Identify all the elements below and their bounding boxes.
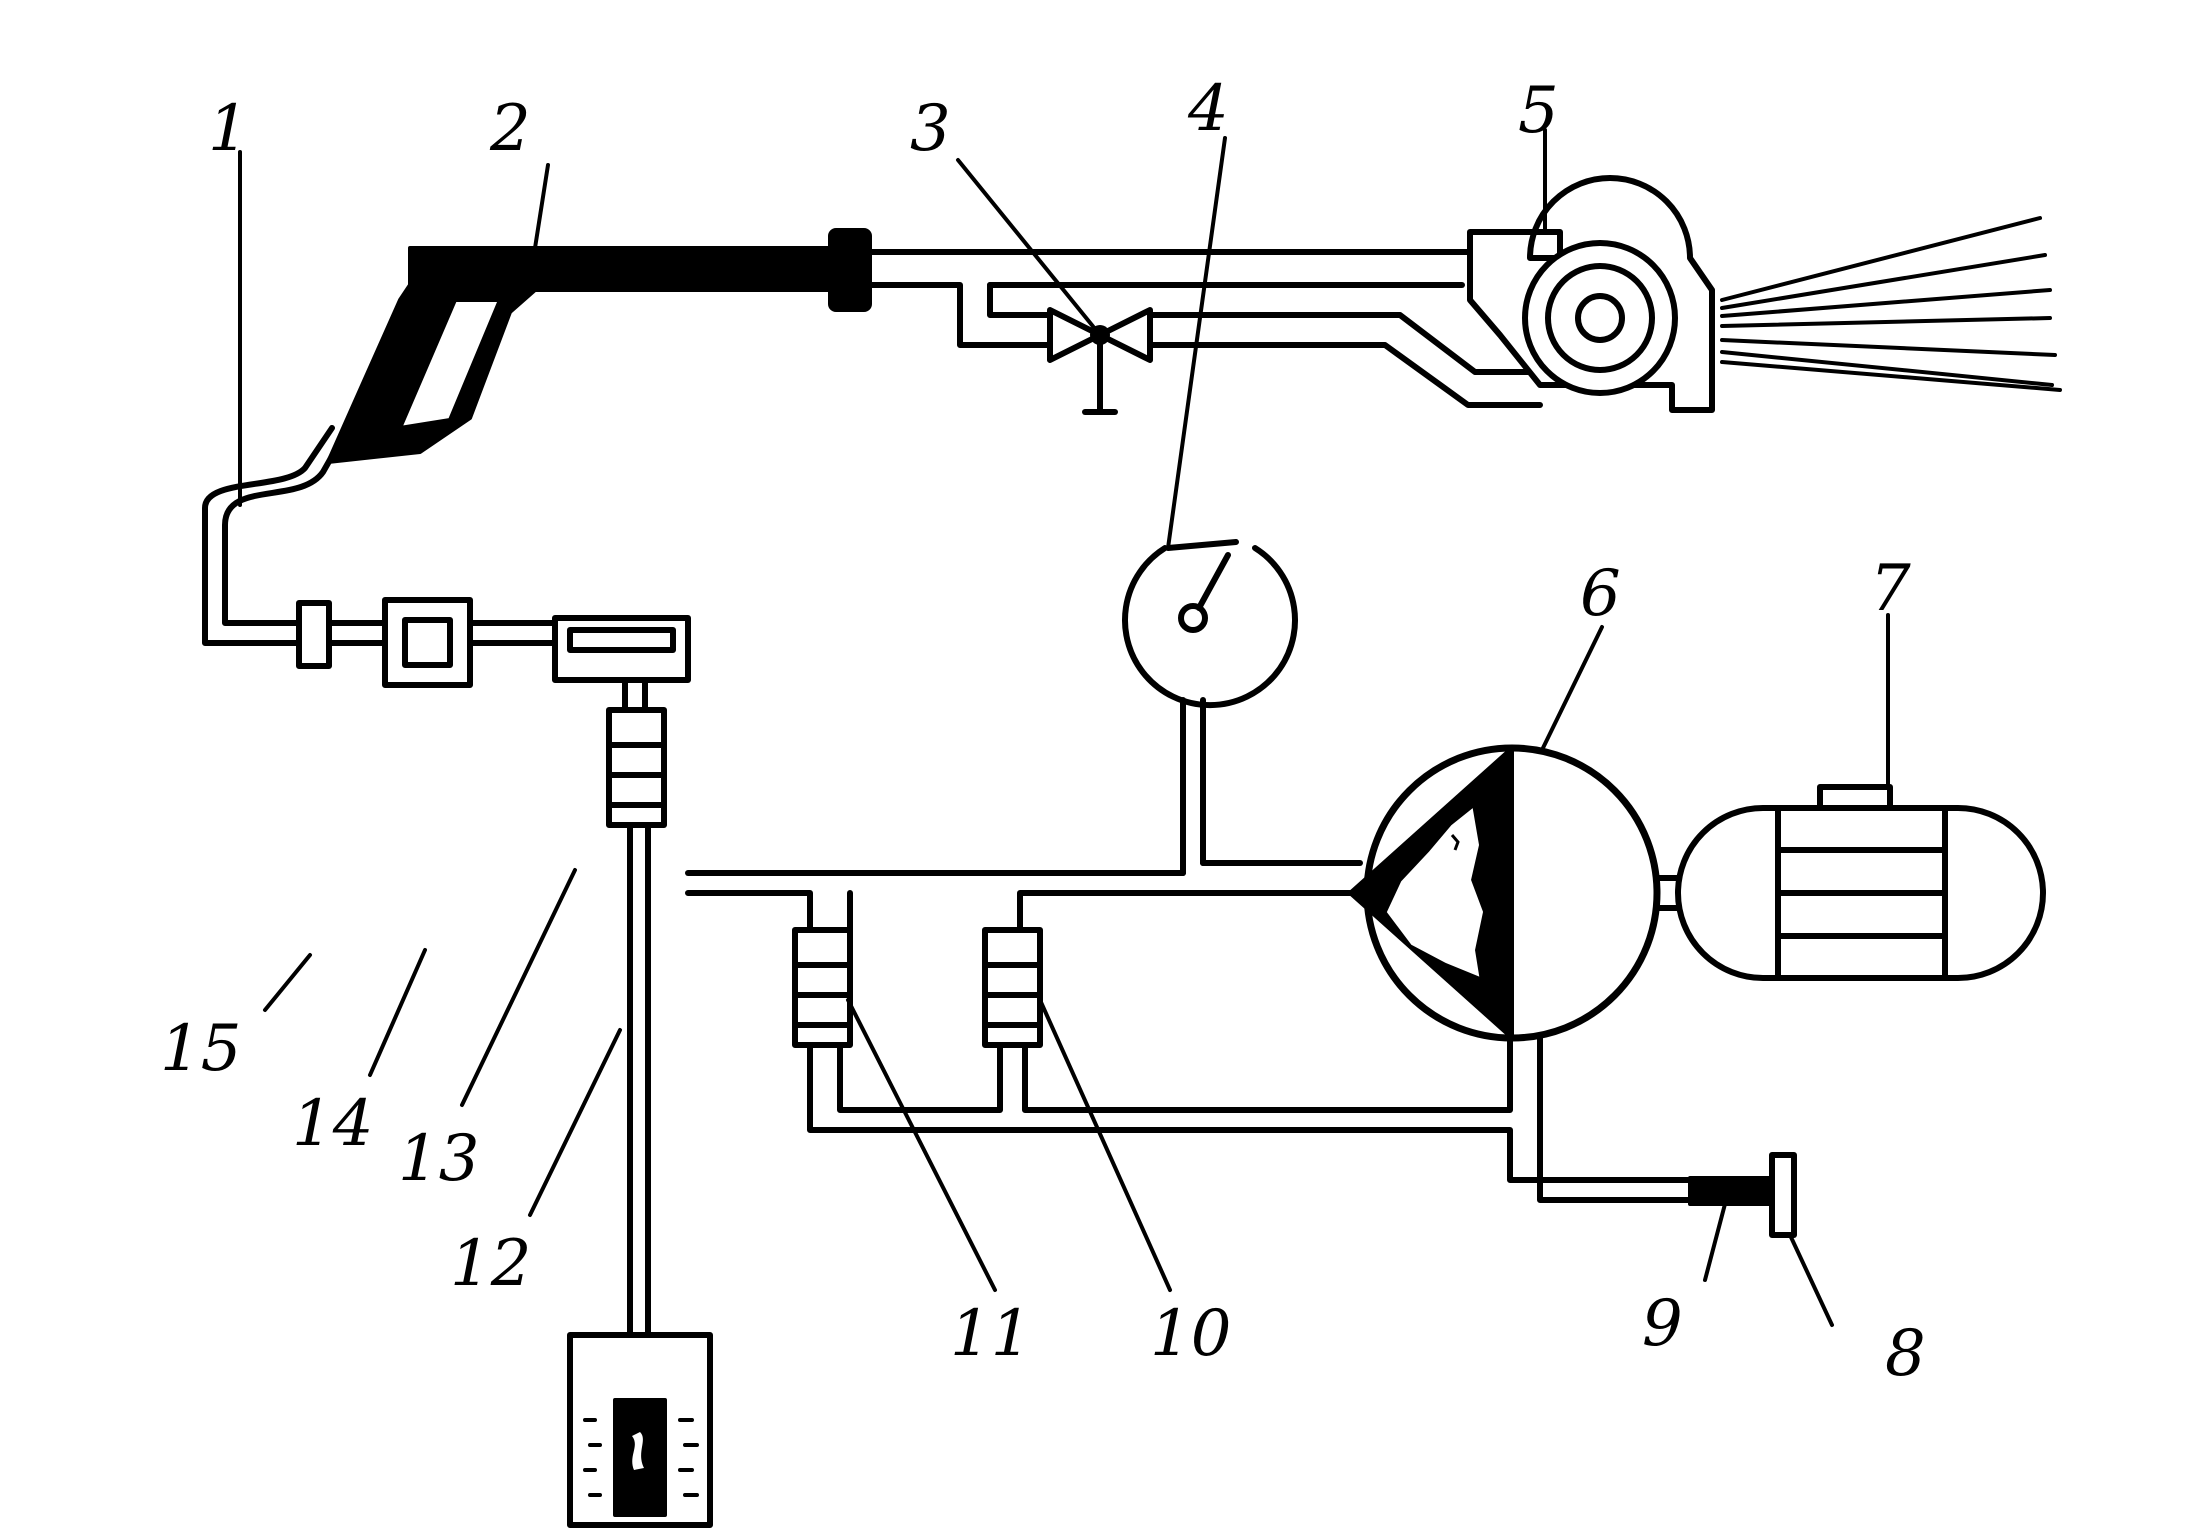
label-5: 5 — [1518, 74, 1559, 148]
label-3: 3 — [910, 92, 951, 166]
hose — [202, 425, 351, 646]
label-2: 2 — [489, 92, 531, 166]
spray-jet — [1720, 216, 2062, 392]
label-14: 14 — [292, 1087, 373, 1161]
inlet-hose — [1688, 1176, 1772, 1206]
pressure-gauge — [1122, 539, 1298, 876]
spray-gun — [326, 228, 872, 464]
label-1: 1 — [208, 92, 249, 166]
label-13: 13 — [398, 1122, 479, 1196]
label-8: 8 — [1885, 1317, 1926, 1391]
nozzle-head — [1467, 175, 1715, 413]
detergent-tank — [567, 1332, 713, 1528]
main-line — [306, 620, 1363, 933]
label-12: 12 — [450, 1227, 531, 1301]
pump — [1348, 744, 1661, 1042]
label-10: 10 — [1150, 1297, 1231, 1371]
inlet-connector — [1769, 1152, 1797, 1238]
injector — [552, 615, 691, 713]
valve-10 — [982, 927, 1043, 1048]
label-4: 4 — [1187, 72, 1229, 146]
label-15: 15 — [160, 1012, 241, 1086]
filter — [382, 597, 473, 688]
leader-lines — [238, 128, 1890, 1327]
label-7: 7 — [1870, 552, 1911, 626]
label-9: 9 — [1642, 1287, 1683, 1361]
detergent-valve — [606, 707, 667, 1378]
coupling — [296, 600, 332, 669]
lance — [867, 249, 1543, 408]
label-6: 6 — [1580, 557, 1621, 631]
label-11: 11 — [950, 1297, 1031, 1371]
return-lines — [807, 1027, 1693, 1203]
motor — [1654, 784, 2046, 981]
valve-11 — [792, 927, 853, 1048]
valve — [1047, 307, 1153, 415]
part-labels: 1 2 3 4 5 6 7 8 9 10 11 12 13 14 15 — [160, 72, 1926, 1391]
